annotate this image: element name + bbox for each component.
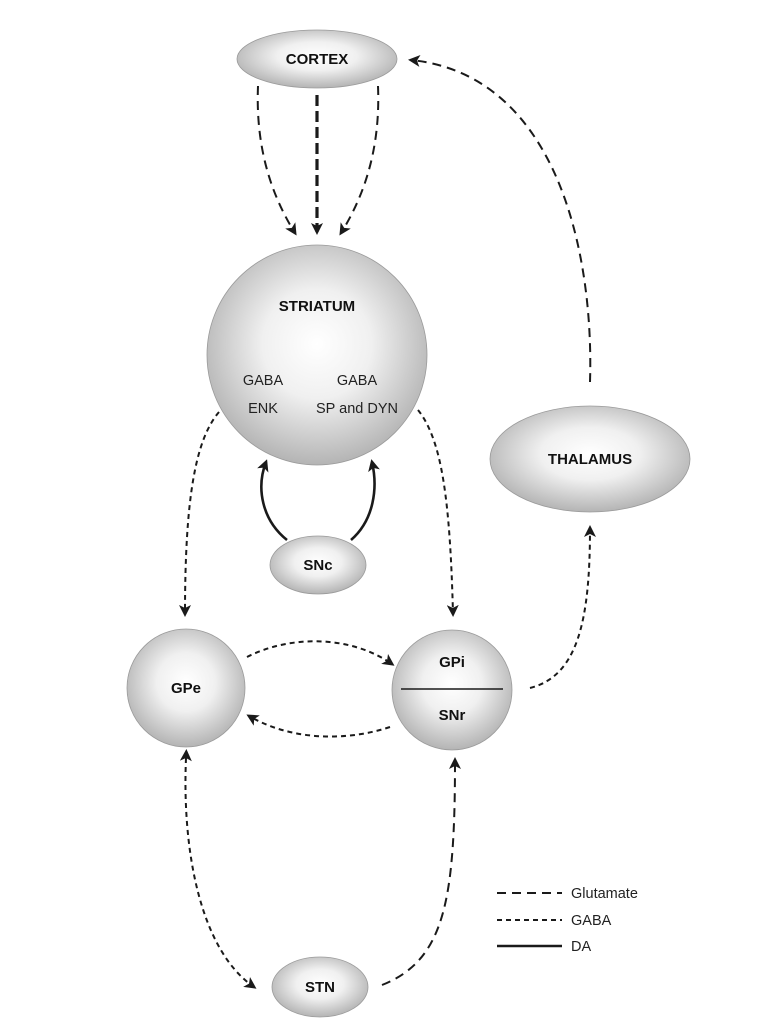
striatum-node: STRIATUM GABA ENK GABA SP and DYN [206,244,428,466]
thalamus-node: THALAMUS [489,405,691,513]
edge-snc-to-striatum-left [257,459,288,542]
striatum-right-line1: GABA [337,373,378,389]
striatum-label: STRIATUM [279,298,355,315]
edge-gpe-stn-bidirectional [179,749,257,989]
cortex-label: CORTEX [286,51,349,68]
legend: Glutamate GABA DA [497,886,638,955]
edge-gpi-to-thalamus [529,525,596,689]
cortex-node: CORTEX [236,29,398,89]
snr-label: SNr [439,707,466,724]
edge-stn-to-gpi [381,757,461,986]
edge-striatum-to-gpe [179,411,220,617]
edge-striatum-to-gpi [417,409,459,617]
edge-cortex-to-striatum-right [339,85,380,236]
stn-label: STN [305,979,335,996]
snc-node: SNc [269,535,367,595]
striatum-right-line2: SP and DYN [316,401,398,417]
gpi-snr-node: GPi SNr [391,629,513,751]
legend-glutamate-label: Glutamate [571,886,638,902]
stn-node: STN [271,956,369,1018]
striatum-left-line1: GABA [243,373,284,389]
stn-ellipse [271,956,369,1018]
legend-da-label: DA [571,939,591,955]
gpe-node: GPe [126,628,246,748]
cortex-ellipse [236,29,398,89]
gpe-label: GPe [171,680,201,697]
striatum-left-line2: ENK [248,401,278,417]
edge-gpi-to-gpe [246,714,391,738]
snc-ellipse [269,535,367,595]
thalamus-label: THALAMUS [548,451,632,468]
gpi-label: GPi [439,654,465,671]
striatum-circle [206,244,428,466]
edge-cortex-to-striatum-left [256,85,297,236]
snc-label: SNc [303,557,332,574]
edge-thalamus-to-cortex [408,54,592,383]
gpi-snr-circle [391,629,513,751]
edge-gpe-to-gpi [246,640,395,666]
thalamus-ellipse [489,405,691,513]
edge-snc-to-striatum-right [350,459,380,541]
legend-gaba-label: GABA [571,913,612,929]
gpe-circle [126,628,246,748]
